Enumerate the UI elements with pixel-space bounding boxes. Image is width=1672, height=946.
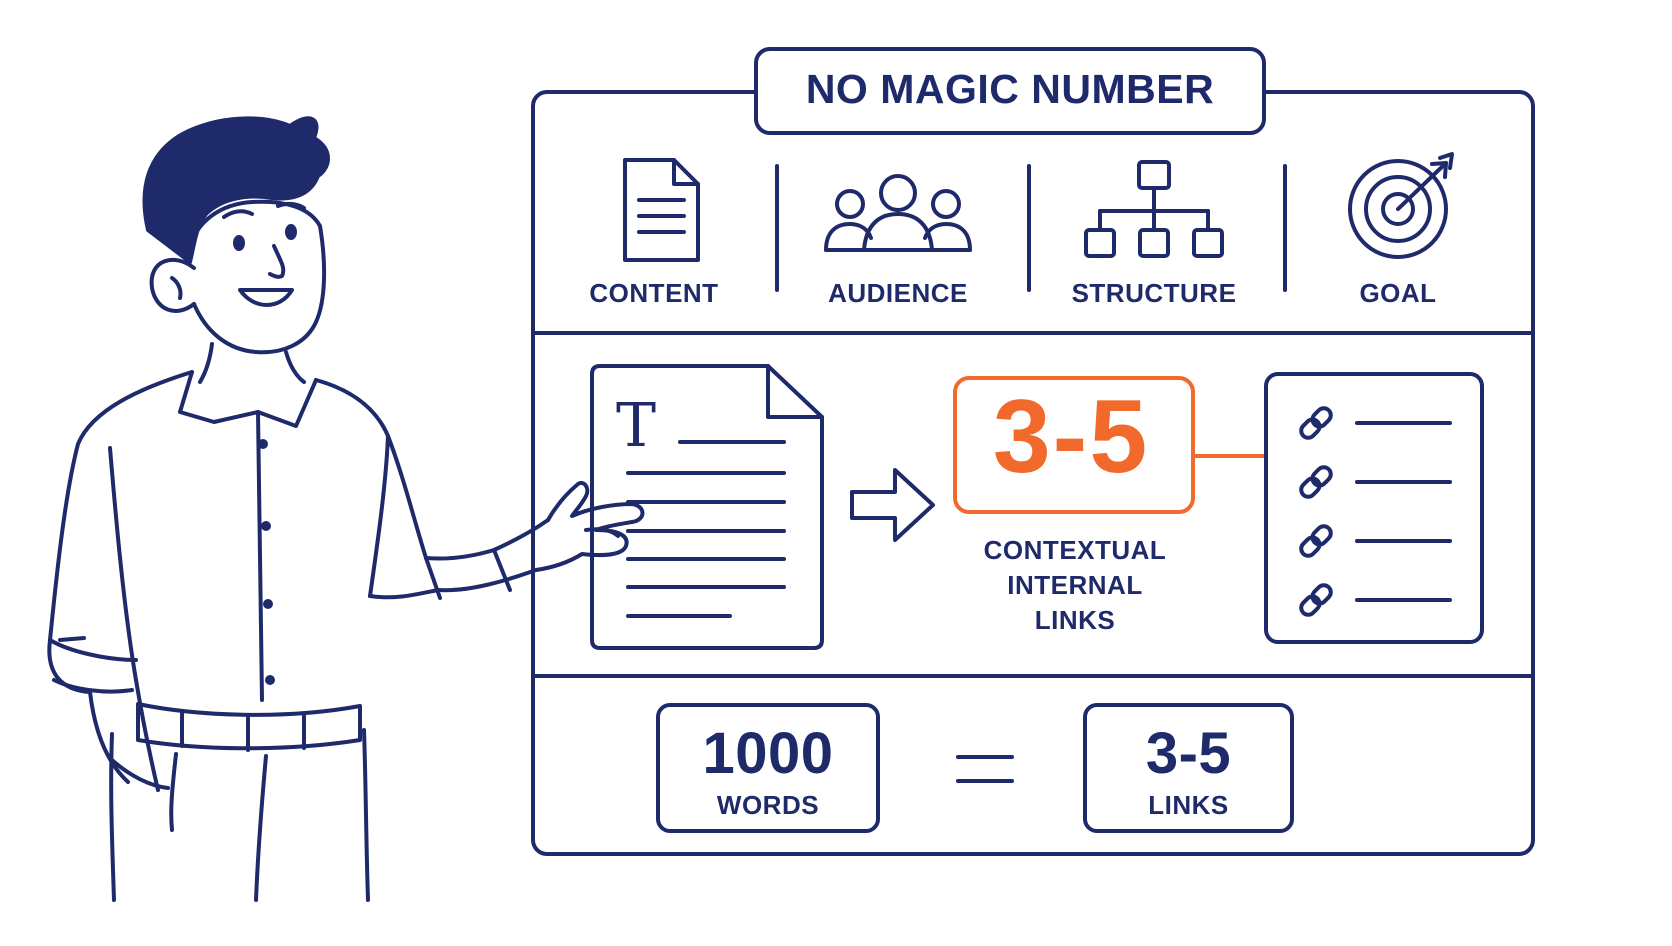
chain-link-icon bbox=[1299, 465, 1333, 499]
highlight-caption-line: CONTEXTUAL bbox=[983, 535, 1167, 565]
eye bbox=[233, 235, 245, 251]
people-group-icon bbox=[824, 174, 972, 252]
words-value: 1000 bbox=[702, 721, 834, 786]
title-box bbox=[754, 47, 1266, 135]
chain-link-icon bbox=[1299, 524, 1333, 558]
document-letter: T bbox=[616, 391, 656, 461]
pointing-hand bbox=[534, 481, 645, 572]
category-label-goal: GOAL bbox=[1359, 278, 1437, 308]
words-box bbox=[656, 703, 880, 833]
chain-link-icon bbox=[1299, 406, 1333, 440]
shirt bbox=[47, 370, 194, 694]
face bbox=[188, 199, 327, 355]
eye bbox=[285, 224, 297, 240]
hierarchy-icon bbox=[1084, 160, 1224, 258]
highlight-caption-line: INTERNAL bbox=[1007, 570, 1143, 600]
page-title: NO MAGIC NUMBER bbox=[805, 66, 1215, 112]
chain-link-icon bbox=[1299, 583, 1333, 617]
highlight-caption: CONTEXTUAL INTERNAL LINKS bbox=[960, 533, 1190, 638]
highlight-range: 3-5 bbox=[992, 379, 1150, 495]
presenter-person bbox=[47, 116, 645, 902]
links-unit: LINKS bbox=[1148, 790, 1229, 820]
mouth bbox=[238, 288, 294, 307]
links-value: 3-5 bbox=[1145, 721, 1232, 786]
ear bbox=[149, 257, 196, 313]
category-label-audience: AUDIENCE bbox=[828, 278, 968, 308]
pants bbox=[109, 732, 116, 902]
document-icon bbox=[623, 158, 700, 262]
equals-icon bbox=[956, 755, 1014, 783]
category-label-content: CONTENT bbox=[589, 278, 719, 308]
collar bbox=[178, 370, 260, 424]
link-list-items bbox=[1299, 406, 1452, 617]
highlight-caption-line: LINKS bbox=[1034, 605, 1116, 635]
category-label-structure: STRUCTURE bbox=[1071, 278, 1237, 308]
text-document-icon bbox=[590, 364, 824, 650]
arrow-right-icon bbox=[850, 468, 935, 542]
links-box bbox=[1083, 703, 1294, 833]
target-icon bbox=[1348, 152, 1454, 259]
hair bbox=[142, 116, 330, 264]
highlight-box bbox=[953, 376, 1195, 514]
belt bbox=[136, 702, 362, 751]
words-unit: WORDS bbox=[716, 790, 820, 820]
links-list-card bbox=[1264, 372, 1484, 644]
